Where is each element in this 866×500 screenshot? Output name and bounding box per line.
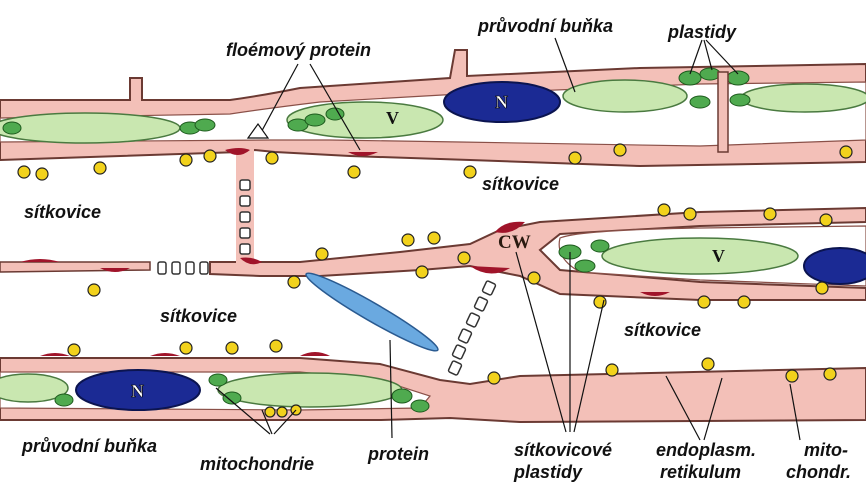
- vacuole-letter-top: V: [386, 108, 399, 128]
- label-er-line2: retikulum: [660, 462, 741, 482]
- label-sieve-tube-mid-right: sítkovice: [482, 174, 559, 194]
- top-cell-wall: [0, 50, 866, 166]
- label-sieve-tube-lower-right: sítkovice: [624, 320, 701, 340]
- vacuole-bottom: [218, 373, 402, 407]
- vacuole-top-right-b: [741, 84, 866, 112]
- sieve-plate-left: [236, 148, 254, 268]
- vacuole-letter-middle: V: [712, 246, 725, 266]
- nucleus-middle-right: [804, 248, 866, 284]
- nucleus-letter-top: N: [495, 92, 508, 112]
- protein-body: [302, 266, 443, 358]
- label-companion-cell-bottom: průvodní buňka: [22, 436, 157, 456]
- label-protein: protein: [368, 444, 429, 464]
- label-sieve-tube-center-left: sítkovice: [160, 306, 237, 326]
- sieve-plate-diagonal: [448, 280, 496, 375]
- label-mito-line1: mito-: [804, 440, 848, 460]
- label-mitochondria: mitochondrie: [200, 454, 314, 474]
- label-phloem-protein: floémový protein: [226, 40, 371, 60]
- vacuole-middle-right: [602, 238, 798, 274]
- label-sieve-plastids-line2: plastidy: [514, 462, 582, 482]
- label-plastids: plastidy: [668, 22, 736, 42]
- label-cell-wall: CW: [498, 232, 531, 254]
- label-sieve-plastids-line1: sítkovicové: [514, 440, 612, 460]
- label-sieve-tube-left: sítkovice: [24, 202, 101, 222]
- label-er-line1: endoplasm.: [656, 440, 756, 460]
- label-mito-line2: chondr.: [786, 462, 851, 482]
- nucleus-letter-bottom: N: [131, 381, 144, 401]
- vacuole-top-right-a: [563, 80, 687, 112]
- sieve-plate-middle-left: [158, 262, 208, 274]
- vacuole-top-left: [0, 113, 180, 143]
- label-companion-cell-top: průvodní buňka: [478, 16, 613, 36]
